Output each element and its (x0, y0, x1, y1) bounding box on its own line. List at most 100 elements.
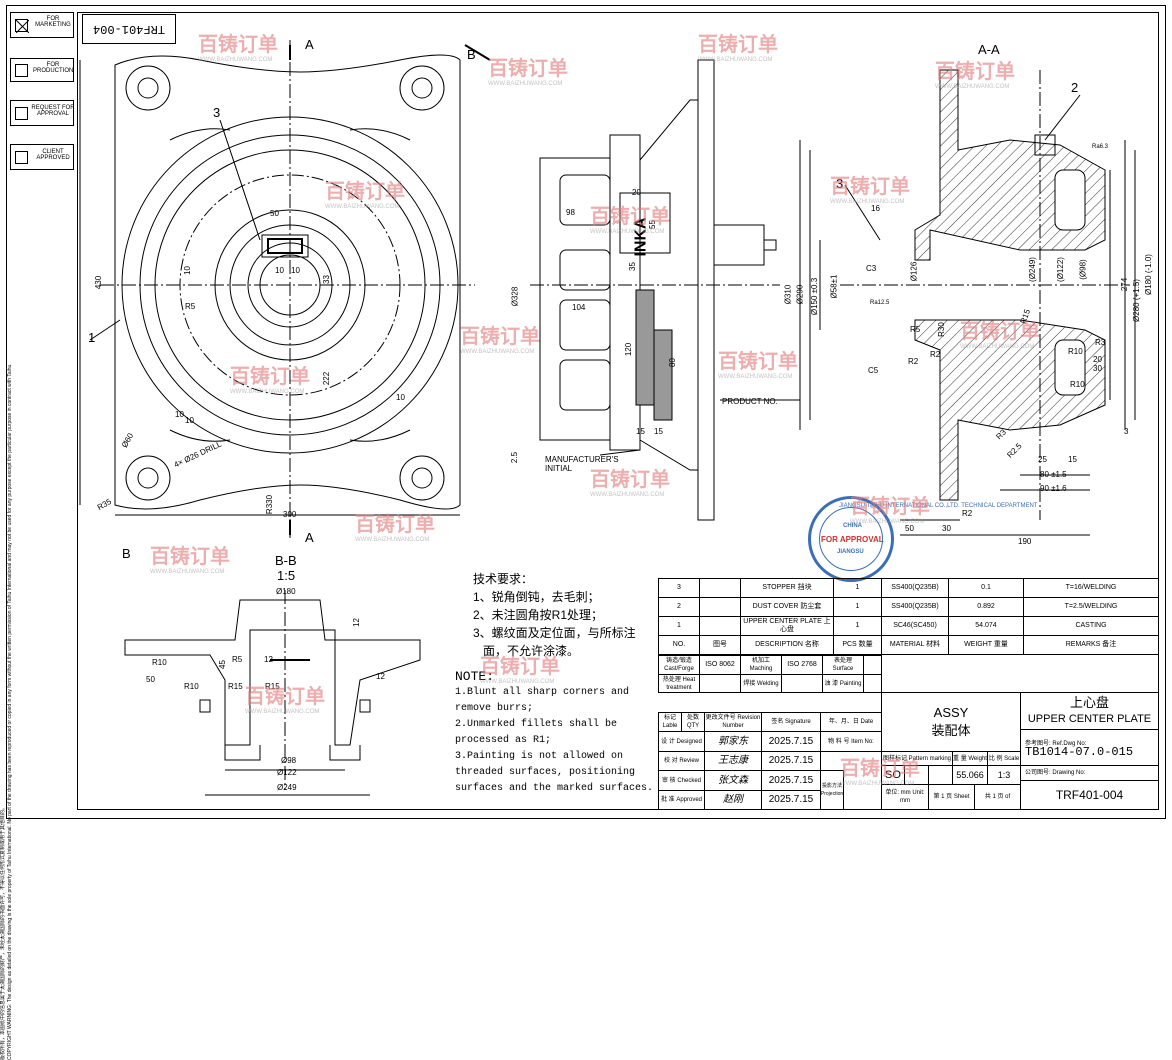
drawing-frame (77, 12, 1159, 810)
watermark-url: WWW.BAIZHUWANG.COM (850, 519, 925, 525)
note-line-4: processed as R1; (455, 735, 552, 746)
watermark-brand: 百铸订单 (488, 58, 568, 80)
watermark-brand: 百铸订单 (245, 686, 325, 708)
watermark-url: WWW.BAIZHUWANG.COM (590, 492, 665, 498)
part-name-cn: 上心盘 (1069, 695, 1109, 710)
dim-ten-c: 10 (396, 393, 405, 402)
watermark-brand: 百铸订单 (198, 34, 278, 56)
aa-dim-r2b: R2 (930, 350, 941, 359)
watermark-url: WWW.BAIZHUWANG.COM (230, 389, 305, 395)
dim-10b: 10 (291, 266, 300, 275)
bb-dim-phi98: Ø98 (281, 756, 297, 765)
bom-row-1-material: SC46(SC450) (881, 616, 949, 636)
bom-row-3-dwg (699, 578, 741, 598)
aa-dim-phi98: (Ø98) (1078, 259, 1088, 280)
dim-300: 300 (283, 510, 297, 519)
assy-cell: ASSY 装配体 (881, 692, 1021, 752)
watermark-url: WWW.BAIZHUWANG.COM (150, 569, 225, 575)
tech-req-item-2: 2、未注圆角按R1处理； (473, 608, 604, 622)
watermark-url: WWW.BAIZHUWANG.COM (960, 344, 1035, 350)
aa-dim-190: 190 (1018, 537, 1032, 546)
aa-dim-20: 20 (1093, 355, 1102, 364)
aa-dim-r10b: R10 (1070, 380, 1085, 389)
bom-header-weight: WEIGHT 重量 (948, 635, 1024, 655)
aa-dim-25: 25 (1038, 455, 1047, 464)
bom-row-2-dwg (699, 597, 741, 617)
bb-dim-phi180: Ø180 (276, 587, 296, 596)
std-heat-label: 热处理 Heat treatment (658, 674, 700, 693)
bom-row-3-material: SS400(Q235B) (881, 578, 949, 598)
notes-title: NOTE: (455, 669, 495, 684)
balloon-3-front: 3 (213, 105, 221, 120)
aa-roughness-2: Ra12.5 (870, 300, 890, 306)
bom-row-2-material: SS400(Q235B) (881, 597, 949, 617)
aa-dim-phi249: (Ø249) (1027, 257, 1037, 282)
dim-430: 430 (94, 275, 104, 290)
title-block: ASSY 装配体 上心盘 UPPER CENTER PLATE 参考图号: Re… (881, 692, 1159, 810)
weight-value: 55.066 (952, 765, 988, 785)
watermark-brand: 百铸订单 (830, 176, 910, 198)
assy-cn: 装配体 (931, 723, 971, 738)
section-label-b-bottom: B (122, 546, 131, 561)
watermark-brand: 百铸订单 (480, 656, 560, 678)
aa-dim-r2c: R2 (962, 509, 973, 518)
watermark-url: WWW.BAIZHUWANG.COM (718, 374, 793, 380)
part-name-cell: 上心盘 UPPER CENTER PLATE (1020, 692, 1159, 730)
signature-block: 标记 Lable 处数 QTY 更改文件号 Revision Number 签名… (658, 712, 882, 810)
watermark-url: WWW.BAIZHUWANG.COM (488, 81, 563, 87)
watermark-url: WWW.BAIZHUWANG.COM (325, 204, 400, 210)
dim-ten-b: 10 (185, 416, 194, 425)
section-bb-scale: 1:5 (277, 568, 296, 583)
aa-dim-phi150: Ø150 ±0.3 (810, 277, 820, 316)
bb-dim-12a: 12 (264, 655, 273, 664)
of-label: 共 1 页 of (974, 784, 1021, 810)
watermark-brand: 百铸订单 (590, 206, 670, 228)
balloon-2: 2 (1071, 80, 1079, 95)
note-line-3: 2.Unmarked fillets shall be (455, 719, 618, 730)
side-dim-phi328: Ø328 (510, 286, 520, 307)
side-dim-2-5: 2.5 (510, 451, 520, 464)
sheet-label: 第 1 页 Sheet (928, 784, 975, 810)
scale-value: 1:3 (987, 765, 1021, 785)
bb-dim-50: 50 (146, 675, 155, 684)
ref-dwg-no: TB1014-07.0-015 (1025, 744, 1134, 759)
drawing-no-bottom: TRF401-004 (1020, 780, 1159, 810)
note-line-6: threaded surfaces, positioning (455, 767, 636, 778)
watermark-url: WWW.BAIZHUWANG.COM (480, 679, 555, 685)
sig-date-3: 2025.7.15 (761, 770, 821, 791)
manufacturer-initial-label: MANUFACTURER'S INITIAL (545, 455, 619, 473)
std-surf-label: 表处理 Surface (822, 655, 864, 675)
watermark-brand: 百铸订单 (698, 34, 778, 56)
bom-header-remarks: REMARKS 备注 (1023, 635, 1159, 655)
watermark-brand: 百铸订单 (590, 469, 670, 491)
bom-row-1-weight: 54.074 (948, 616, 1024, 636)
stamp-client-approved: CLIENT APPROVED (36, 149, 70, 161)
ref-dwg-cell: 参考图号: Ref.Dwg No: TB1014-07.0-015 (1020, 729, 1159, 766)
bom-header-desc: DESCRIPTION 名称 (740, 635, 834, 655)
bom-header-no: NO. (658, 635, 700, 655)
dim-33: 33 (321, 275, 331, 284)
sig-designed: 郭家东 (704, 731, 762, 752)
aa-dim-30: 30 (1093, 364, 1102, 373)
note-line-2: remove burrs; (455, 703, 534, 714)
bb-dim-r10a: R10 (152, 658, 167, 667)
dim-10a: 10 (275, 266, 284, 275)
aa-dim-r2a: R2 (908, 357, 919, 366)
tech-req-item-3: 3、螺纹面及定位面，与所标注 (473, 626, 636, 640)
watermark-brand: 百铸订单 (840, 758, 920, 780)
front-view (79, 40, 475, 540)
bom-row-2-weight: 0.892 (948, 597, 1024, 617)
bb-dim-r15a: R15 (228, 682, 243, 691)
stamp-production: FOR PRODUCTION (33, 62, 74, 74)
side-dim-15a: 15 (636, 427, 645, 436)
bom-row-1-remarks: CASTING (1023, 616, 1159, 636)
side-view (464, 44, 780, 521)
aa-dim-phi58: Ø58±1 (829, 274, 839, 299)
drawing-geometry (79, 40, 1136, 796)
stamp-approval: FOR APPROVAL (821, 535, 884, 544)
